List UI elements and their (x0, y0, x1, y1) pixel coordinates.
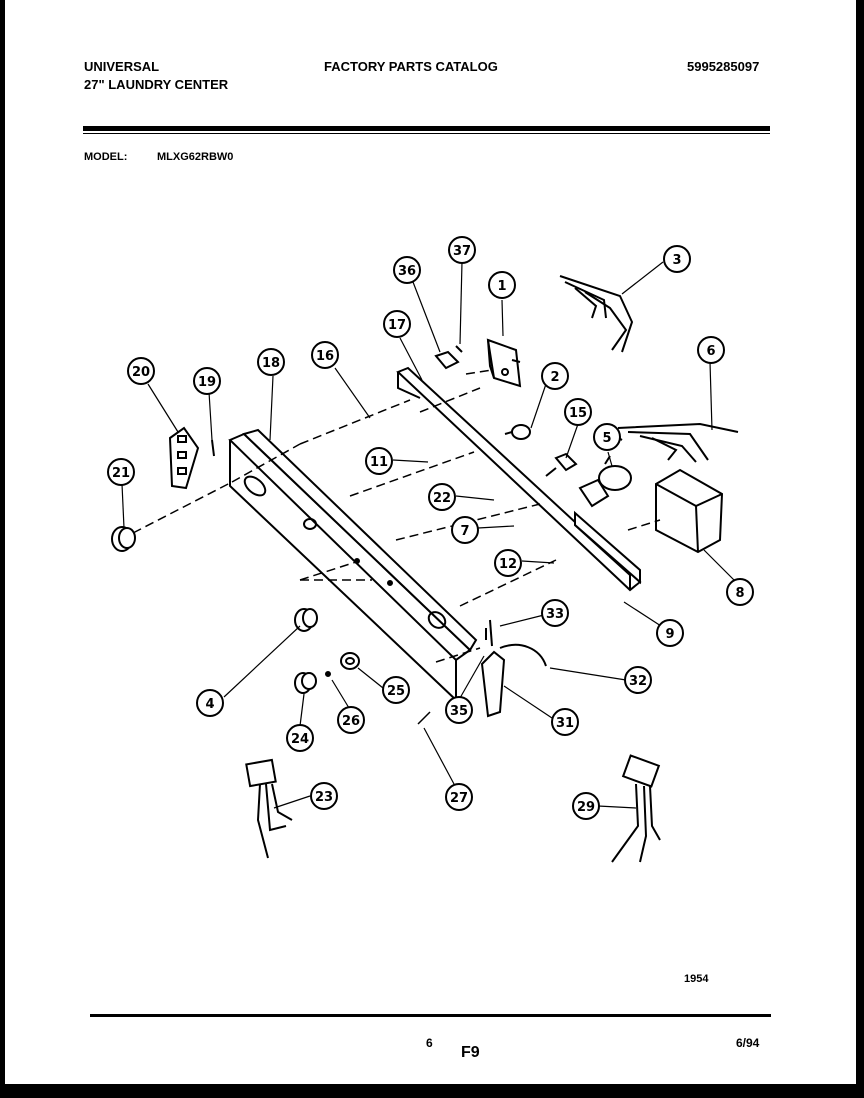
callout-label: 32 (629, 674, 647, 689)
callout-24: 24 (286, 724, 314, 752)
callout-17: 17 (383, 310, 411, 338)
figure-number: F9 (461, 1044, 480, 1061)
callout-21: 21 (107, 458, 135, 486)
footer-rule (90, 1014, 771, 1017)
callout-1: 1 (488, 271, 516, 299)
callout-label: 2 (550, 370, 559, 385)
callout-22: 22 (428, 483, 456, 511)
callout-label: 22 (433, 491, 451, 506)
print-date: 6/94 (736, 1036, 760, 1050)
callout-label: 24 (291, 732, 309, 747)
callout-label: 15 (569, 406, 587, 421)
catalog-title: FACTORY PARTS CATALOG (324, 59, 498, 74)
callout-33: 33 (541, 599, 569, 627)
callout-label: 27 (450, 791, 468, 806)
callout-7: 7 (451, 516, 479, 544)
callout-label: 21 (112, 466, 130, 481)
callout-25: 25 (382, 676, 410, 704)
callout-11: 11 (365, 447, 393, 475)
callout-16: 16 (311, 341, 339, 369)
callout-label: 23 (315, 790, 333, 805)
header-rule (83, 126, 770, 131)
callout-label: 8 (735, 586, 744, 601)
console-top (242, 428, 478, 652)
callout-label: 16 (316, 349, 334, 364)
callout-label: 12 (499, 557, 517, 572)
brand-name: UNIVERSAL (84, 59, 160, 74)
page-number: 6 (426, 1036, 433, 1050)
callout-12: 12 (494, 549, 522, 577)
timer-body (486, 338, 522, 388)
callout-label: 7 (460, 524, 469, 539)
callout-4: 4 (196, 689, 224, 717)
callout-label: 35 (450, 704, 468, 719)
callout-label: 6 (706, 344, 715, 359)
callout-9: 9 (656, 619, 684, 647)
callout-label: 33 (546, 607, 564, 622)
bracket-lower-flange (574, 510, 641, 585)
callout-15: 15 (564, 398, 592, 426)
callout-36: 36 (393, 256, 421, 284)
callout-label: 31 (556, 716, 574, 731)
callout-32: 32 (624, 666, 652, 694)
callout-37: 37 (448, 236, 476, 264)
callout-label: 29 (577, 800, 595, 815)
callout-label: 11 (370, 455, 388, 470)
console-outline (229, 440, 457, 703)
control-box (655, 468, 724, 554)
callout-label: 18 (262, 356, 280, 371)
callout-20: 20 (127, 357, 155, 385)
callout-31: 31 (551, 708, 579, 736)
product-name: 27" LAUNDRY CENTER (84, 77, 229, 92)
catalog-number: 5995285097 (687, 59, 760, 74)
callout-label: 4 (205, 697, 214, 712)
callout-3: 3 (663, 245, 691, 273)
callout-label: 37 (453, 244, 471, 259)
callout-label: 9 (665, 627, 674, 642)
bottom-border (0, 1084, 864, 1098)
callout-label: 3 (672, 253, 681, 268)
model-number: MLXG62RBW0 (157, 151, 234, 163)
callout-35: 35 (445, 696, 473, 724)
header-rule-thin (83, 133, 770, 134)
callout-26: 26 (337, 706, 365, 734)
callout-18: 18 (257, 348, 285, 376)
callout-label: 1 (497, 279, 506, 294)
callout-label: 17 (388, 318, 406, 333)
callout-label: 26 (342, 714, 360, 729)
callout-label: 36 (398, 264, 416, 279)
callout-27: 27 (445, 783, 473, 811)
drawing-number: 1954 (684, 973, 709, 985)
callout-8: 8 (726, 578, 754, 606)
callout-23: 23 (310, 782, 338, 810)
left-border (0, 0, 5, 1098)
callout-29: 29 (572, 792, 600, 820)
callout-label: 20 (132, 365, 150, 380)
right-border (856, 0, 864, 1098)
callout-5: 5 (593, 423, 621, 451)
callout-6: 6 (697, 336, 725, 364)
callout-19: 19 (193, 367, 221, 395)
callout-label: 19 (198, 375, 216, 390)
callout-2: 2 (541, 362, 569, 390)
callout-label: 5 (602, 431, 611, 446)
callout-label: 25 (387, 684, 405, 699)
model-label: MODEL: (84, 151, 128, 163)
